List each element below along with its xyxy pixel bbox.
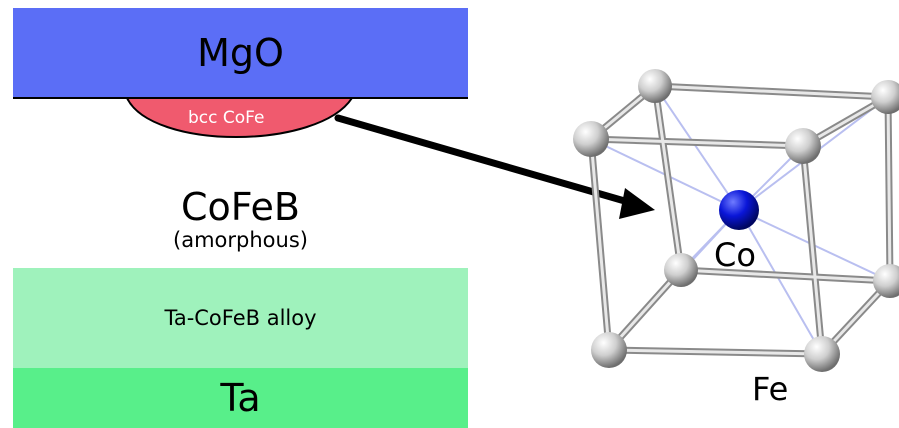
co-atom-label: Co [714, 236, 756, 274]
fe-atom [573, 121, 609, 157]
co-atom [719, 190, 759, 230]
bcc-unit-cell [573, 69, 899, 372]
fe-atom [804, 336, 840, 372]
ta-label: Ta [220, 376, 261, 420]
mgo-layer [13, 8, 468, 98]
bcc-cofe-grain [125, 97, 354, 138]
mgo-label: MgO [197, 31, 284, 75]
fe-atom [664, 253, 698, 287]
bcc-cofe-label: bcc CoFe [188, 108, 265, 128]
cofeb-layer: CoFeB (amorphous) [13, 180, 468, 260]
pointer-arrow-line [334, 114, 639, 208]
fe-atom [873, 264, 899, 298]
fe-atom [638, 69, 672, 103]
fe-atom [591, 332, 627, 368]
pointer-arrow-head [619, 188, 655, 219]
fe-atom-label: Fe [752, 370, 789, 408]
ta-cofeb-alloy-label: Ta-CoFeB alloy [164, 306, 317, 330]
cofeb-label: CoFeB [180, 185, 300, 229]
fe-atom [785, 128, 821, 164]
fe-atom [871, 80, 899, 114]
cofeb-sublabel: (amorphous) [173, 228, 308, 252]
ta-layer [13, 368, 468, 428]
ta-cofeb-alloy-layer [13, 268, 468, 368]
